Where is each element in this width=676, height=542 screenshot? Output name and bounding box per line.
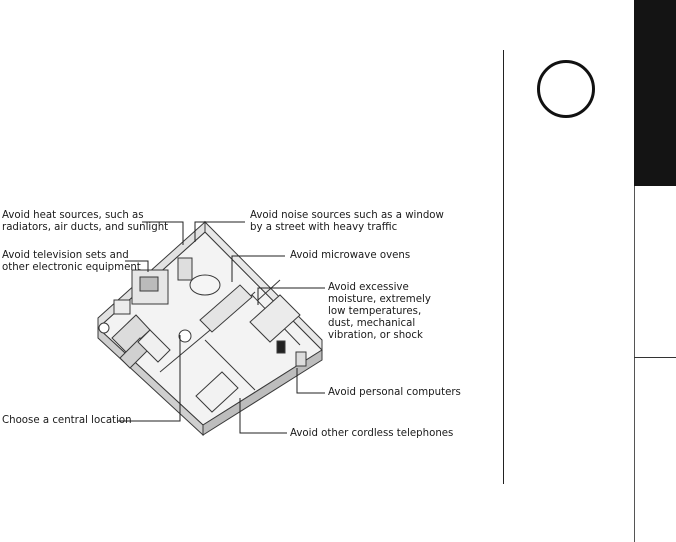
- callout-microwave: Avoid microwave ovens: [290, 250, 411, 261]
- section-tab-edge: [634, 186, 635, 542]
- callout-noise-sources: Avoid noise sources such as a window by …: [250, 210, 444, 233]
- computer: [276, 340, 286, 354]
- section-circle-icon: [537, 60, 595, 118]
- chair: [113, 299, 131, 315]
- margin-divider-line: [503, 50, 504, 484]
- kitchen-counter: [199, 284, 253, 333]
- callout-central-location: Choose a central location: [2, 415, 132, 426]
- callout-moisture: Avoid excessive moisture, extremely low …: [328, 282, 431, 341]
- bed: [195, 371, 239, 413]
- section-tab-active: [634, 0, 676, 186]
- callout-cordless: Avoid other cordless telephones: [290, 428, 454, 439]
- callout-heat-sources: Avoid heat sources, such as radiators, a…: [2, 210, 169, 233]
- callout-computers: Avoid personal computers: [328, 387, 461, 398]
- callout-television: Avoid television sets and other electron…: [2, 250, 141, 273]
- bathroom: [249, 294, 301, 343]
- radiator: [177, 257, 193, 281]
- coffee-table: [137, 329, 171, 363]
- section-tab-divider: [634, 357, 676, 358]
- right-wall-face: [202, 349, 323, 436]
- dining-table: [189, 274, 221, 296]
- phone-base: [178, 329, 192, 343]
